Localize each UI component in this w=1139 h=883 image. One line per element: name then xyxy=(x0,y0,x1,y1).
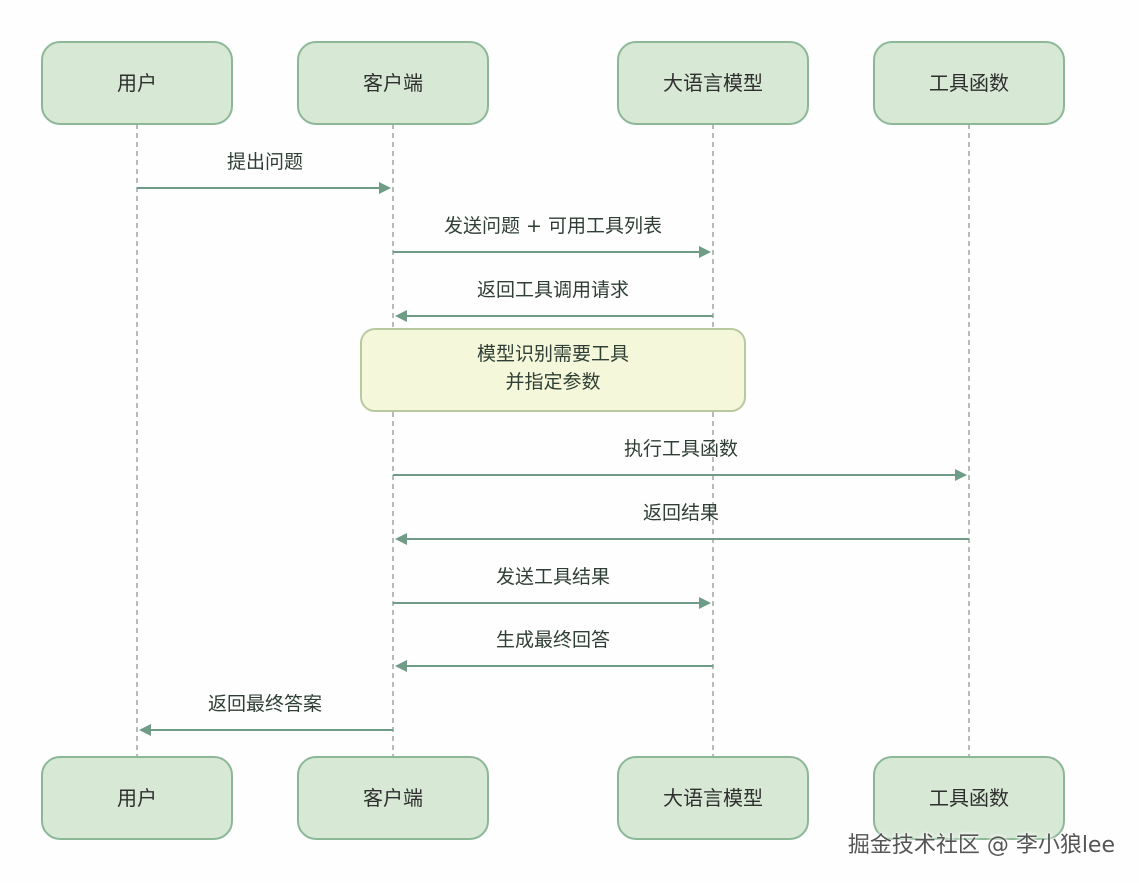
arrowhead-icon xyxy=(395,660,407,672)
participant-box-top xyxy=(41,41,233,125)
participant-box-bottom xyxy=(617,756,809,840)
participant-label-top: 工具函数 xyxy=(929,71,1009,95)
message-label: 发送工具结果 xyxy=(496,566,610,588)
participant-box-bottom xyxy=(297,756,489,840)
watermark: 掘金技术社区 @ 李小狼lee xyxy=(847,833,1115,858)
arrowhead-icon xyxy=(395,310,407,322)
participant-label-top: 客户端 xyxy=(363,71,423,95)
participant-label-bottom: 工具函数 xyxy=(929,786,1009,810)
message-label: 返回工具调用请求 xyxy=(477,279,629,301)
participant-box-bottom xyxy=(41,756,233,840)
note-box xyxy=(360,328,746,412)
message-label: 生成最终回答 xyxy=(496,629,610,651)
arrowhead-icon xyxy=(699,597,711,609)
participant-label-top: 大语言模型 xyxy=(663,71,763,95)
message-label: 返回最终答案 xyxy=(208,693,322,715)
note-line: 并指定参数 xyxy=(505,371,600,393)
participant-box-top xyxy=(617,41,809,125)
participant-box-bottom xyxy=(873,756,1065,840)
participant-label-top: 用户 xyxy=(117,71,157,95)
message-label: 发送问题 + 可用工具列表 xyxy=(444,215,662,237)
participant-box-top xyxy=(297,41,489,125)
note-line: 模型识别需要工具 xyxy=(477,343,629,365)
message-label: 返回结果 xyxy=(643,502,719,524)
arrowhead-icon xyxy=(379,182,391,194)
message-label: 执行工具函数 xyxy=(624,438,738,460)
participant-label-bottom: 客户端 xyxy=(363,786,423,810)
arrowhead-icon xyxy=(139,724,151,736)
arrowhead-icon xyxy=(699,246,711,258)
arrowhead-icon xyxy=(395,533,407,545)
participant-label-bottom: 用户 xyxy=(117,786,157,810)
arrowhead-icon xyxy=(955,469,967,481)
participant-box-top xyxy=(873,41,1065,125)
participant-label-bottom: 大语言模型 xyxy=(663,786,763,810)
message-label: 提出问题 xyxy=(227,151,303,173)
